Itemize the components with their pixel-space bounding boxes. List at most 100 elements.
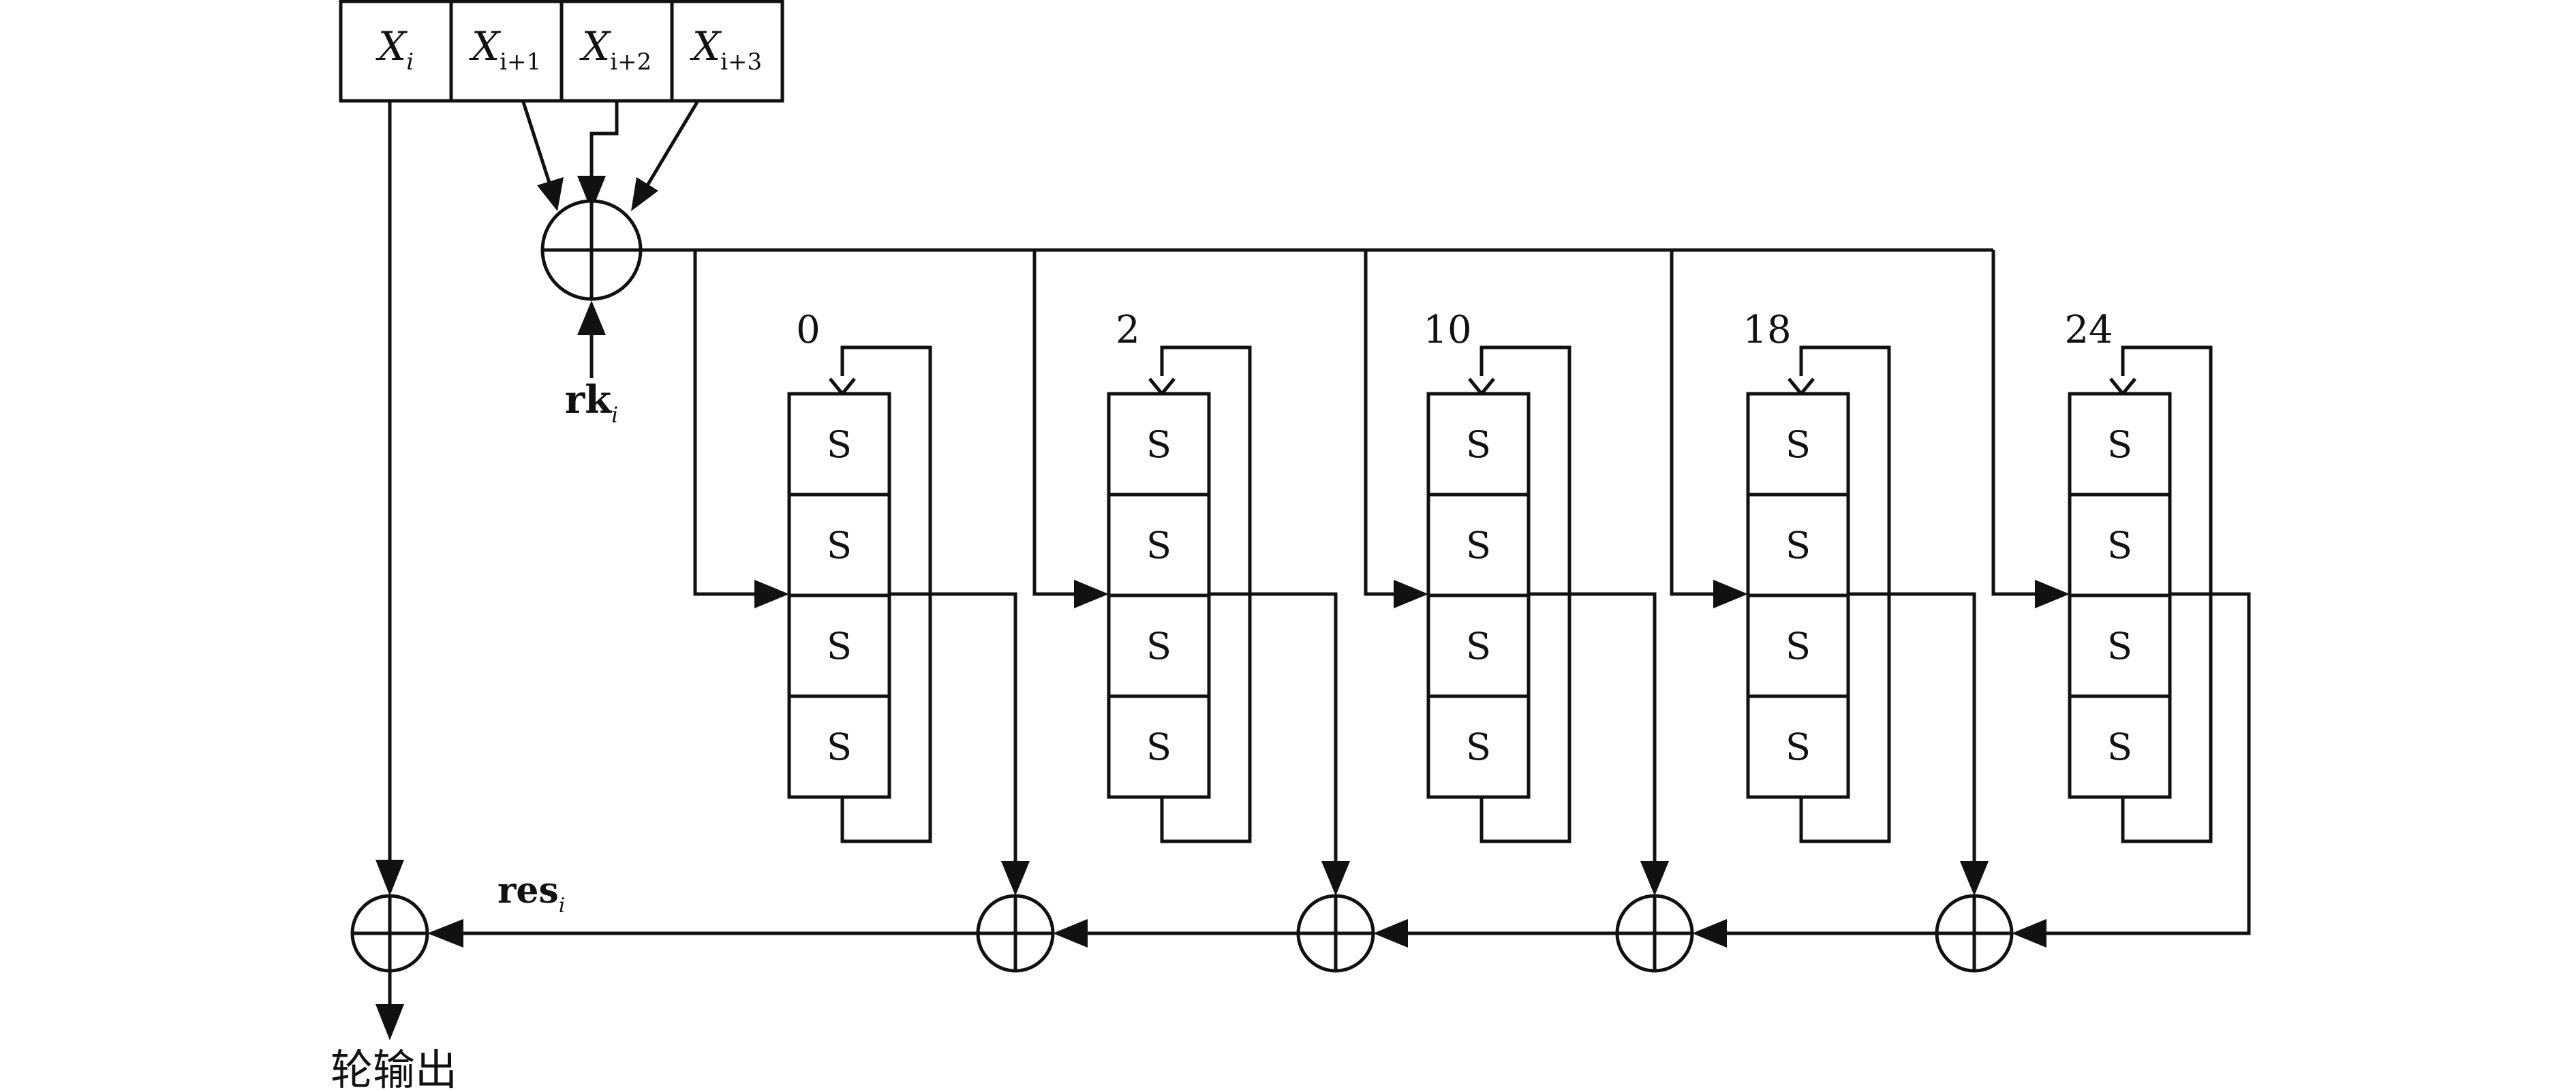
sbox-label: S	[1466, 726, 1491, 768]
arrowhead	[631, 177, 658, 211]
sbox-cell	[2068, 593, 2172, 698]
rotation-column-2: S S S S 2	[1032, 250, 1350, 896]
sbox-cell	[2068, 694, 2172, 799]
sbox-cell	[1107, 392, 1211, 497]
xor-node	[1373, 894, 1694, 973]
sbox-cell	[787, 593, 891, 698]
sbox-label: S	[1785, 423, 1811, 466]
xor-node	[976, 894, 1055, 973]
sbox-cell	[1426, 493, 1531, 597]
sbox-label: S	[2107, 726, 2132, 768]
arrowhead	[375, 860, 404, 896]
arrowhead	[1001, 861, 1030, 896]
sbox-label: S	[1785, 726, 1811, 768]
rotation-columns: S S S S 0S S S S 2S S S S 10S S S S 18S S S S 24	[693, 250, 2251, 948]
rotation-label: 18	[1743, 308, 1791, 352]
sbox-label: S	[827, 524, 852, 567]
output-line	[1529, 592, 1657, 861]
arrowhead	[754, 580, 789, 608]
arrowhead	[1640, 861, 1669, 896]
rotation-column-10: S S S S 10	[1364, 250, 1669, 896]
xi-bypass	[375, 102, 404, 896]
arrowhead	[427, 919, 463, 948]
feed-line	[1032, 250, 1074, 596]
rotation-column-0: S S S S 0	[693, 250, 1030, 896]
xor-key-addition: rki	[521, 101, 699, 428]
sbox-label: S	[1146, 726, 1171, 768]
sbox-label: S	[1146, 625, 1171, 668]
arrowhead	[1394, 580, 1428, 608]
arrowhead	[1373, 919, 1408, 948]
sbox-cell	[1426, 694, 1531, 799]
final-xor: resi 轮输出	[331, 870, 979, 1090]
xor-node	[1053, 894, 1375, 973]
sbox-cell	[1426, 392, 1531, 497]
sbox-label: S	[2107, 625, 2132, 668]
rotation-column-24: S S S S 24	[1991, 250, 2251, 948]
sbox-cell	[787, 694, 891, 799]
round-output-label: 轮输出	[331, 1045, 457, 1090]
feed-line	[1364, 250, 1394, 596]
sbox-cell	[1746, 694, 1850, 799]
arrowhead	[2012, 919, 2046, 948]
sbox-label: S	[1466, 625, 1491, 668]
arrowhead	[577, 176, 606, 211]
feed-line	[1670, 250, 1713, 596]
rotation-label: 24	[2064, 308, 2113, 352]
sbox-label: S	[827, 625, 852, 668]
arrowhead	[1053, 919, 1088, 948]
output-line	[889, 592, 1017, 861]
input-registers: Xi Xi+1 Xi+2 Xi+3	[339, 0, 784, 103]
arrowhead	[577, 300, 606, 335]
register-x-i-plus-1: Xi+1	[469, 23, 541, 76]
arrowhead	[1960, 861, 1989, 896]
sbox-label: S	[1785, 524, 1811, 567]
sbox-label: S	[1146, 423, 1171, 466]
output-line	[1848, 592, 1976, 861]
register-x-i-plus-2: Xi+2	[579, 23, 651, 76]
sbox-label: S	[827, 726, 852, 768]
arrowhead	[1074, 580, 1109, 608]
output-line	[2046, 592, 2251, 935]
sbox-cell	[2068, 392, 2172, 497]
rotation-label: 10	[1423, 308, 1471, 352]
sbox-label: S	[1466, 524, 1491, 567]
loop-arrow-tip	[829, 377, 856, 396]
sbox-cell	[1107, 493, 1211, 597]
sbox-label: S	[1785, 625, 1811, 668]
arrowhead	[1692, 919, 1727, 948]
arrowhead	[1713, 580, 1748, 608]
sbox-label: S	[2107, 423, 2132, 466]
arrowhead	[2035, 580, 2070, 608]
round-key-label: rki	[565, 377, 619, 428]
rotation-label: 0	[796, 308, 821, 352]
rotation-column-18: S S S S 18	[1670, 250, 1989, 896]
sbox-cell	[1107, 593, 1211, 698]
register-x-i-plus-3: Xi+3	[690, 23, 762, 76]
loop-arrow-tip	[1148, 377, 1176, 396]
register-x-i: Xi	[375, 23, 414, 76]
sbox-label: S	[1146, 524, 1171, 567]
loop-arrow-tip	[1468, 377, 1495, 396]
sbox-cell	[2068, 493, 2172, 597]
output-line	[1209, 592, 1338, 861]
feed-line	[693, 250, 754, 596]
loop-arrow-tip	[2109, 377, 2136, 396]
result-label: resi	[497, 870, 565, 918]
sbox-cell	[1426, 593, 1531, 698]
xor-node	[1692, 894, 2014, 973]
sbox-label: S	[1466, 423, 1491, 466]
sbox-cell	[1107, 694, 1211, 799]
sbox-cell	[787, 493, 891, 597]
sbox-cell	[1746, 593, 1850, 698]
arrowhead	[1321, 861, 1350, 896]
sbox-cell	[787, 392, 891, 497]
sbox-label: S	[2107, 524, 2132, 567]
arrowhead	[375, 1004, 404, 1040]
sbox-label: S	[827, 423, 852, 466]
rotation-label: 2	[1116, 308, 1140, 352]
output-xor-chain	[976, 894, 2014, 973]
feed-line	[1991, 250, 2035, 596]
arrowhead	[537, 177, 564, 211]
